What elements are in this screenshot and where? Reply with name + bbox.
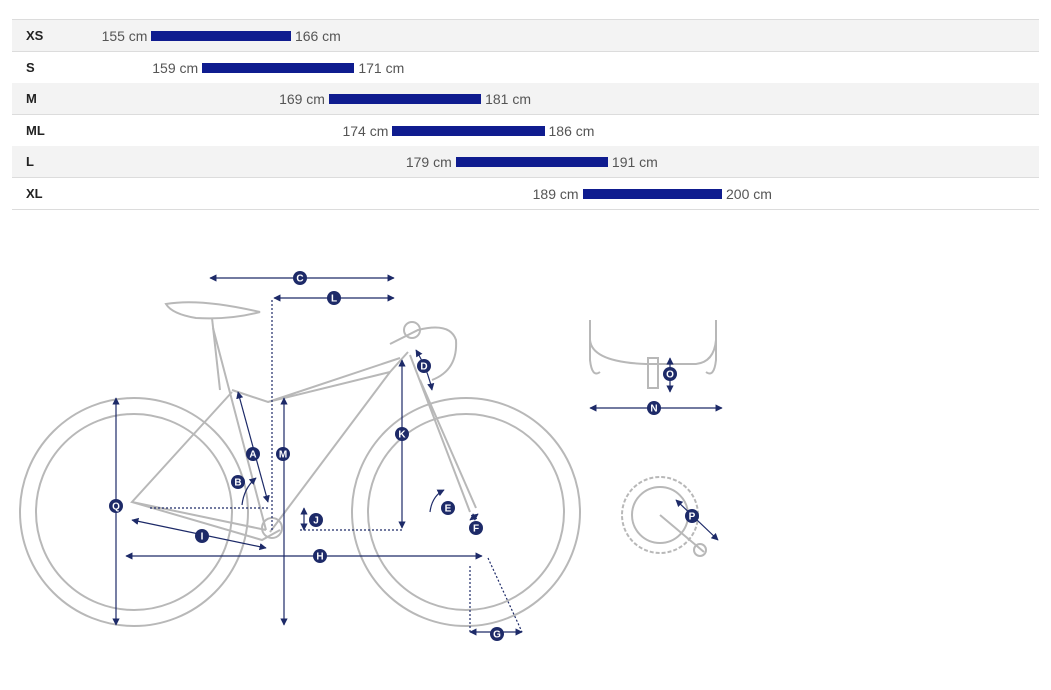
marker-letter: A: [249, 450, 256, 461]
marker-h: H: [313, 549, 327, 563]
size-row-xs: XS 155 cm 166 cm: [12, 20, 1039, 52]
bike-illustration: [19, 301, 581, 627]
marker-f: F: [469, 521, 483, 535]
fork: [409, 354, 477, 513]
marker-a: A: [246, 447, 260, 461]
measurement-markers: A B C D E F G H I J K L M N O P Q: [109, 271, 699, 641]
seatpost: [211, 317, 221, 391]
range-max-label: 171 cm: [358, 59, 405, 76]
marker-letter: H: [316, 552, 323, 563]
stem-and-bars: [389, 326, 458, 381]
range-min-label: 174 cm: [342, 122, 389, 139]
saddle: [164, 301, 261, 320]
height-range-bar: [328, 94, 482, 105]
height-range-bar: [455, 157, 608, 168]
marker-letter: B: [234, 478, 241, 489]
height-range-bar: [202, 62, 355, 73]
rear-wheel-inner: [35, 413, 233, 611]
rear-wheel-outer: [19, 397, 249, 627]
marker-letter: F: [473, 524, 479, 535]
height-range-bar: [582, 189, 723, 199]
marker-letter: L: [331, 294, 337, 305]
marker-j: J: [309, 513, 323, 527]
range-max-label: 191 cm: [611, 154, 658, 171]
range-max-label: 181 cm: [485, 91, 532, 108]
range-max-label: 186 cm: [548, 122, 595, 139]
marker-letter: C: [296, 274, 303, 285]
marker-b: B: [231, 475, 245, 489]
size-row-l: L 179 cm 191 cm: [12, 146, 1039, 179]
marker-letter: P: [689, 512, 696, 523]
marker-letter: E: [445, 504, 452, 515]
marker-m: M: [276, 447, 290, 461]
marker-i: I: [195, 529, 209, 543]
front-wheel-inner: [367, 413, 565, 611]
bike-geometry-diagram: A B C D E F G H I J K L M N O P Q: [19, 271, 723, 641]
range-min-label: 159 cm: [152, 59, 199, 76]
marker-d: D: [417, 359, 431, 373]
range-min-label: 155 cm: [101, 28, 148, 44]
range-min-label: 179 cm: [405, 154, 452, 171]
front-wheel-outer: [351, 397, 581, 627]
size-label: ML: [26, 122, 45, 138]
marker-c: C: [293, 271, 307, 285]
handlebar-detail: [589, 320, 717, 389]
height-range-bar: [151, 31, 291, 41]
marker-letter: J: [313, 516, 319, 527]
size-label: L: [26, 154, 34, 170]
marker-letter: D: [420, 362, 427, 373]
marker-letter: N: [650, 404, 657, 415]
marker-p: P: [685, 509, 699, 523]
size-label: M: [26, 91, 37, 107]
marker-letter: G: [493, 630, 501, 641]
marker-letter: M: [279, 450, 287, 461]
marker-e: E: [441, 501, 455, 515]
marker-letter: Q: [112, 502, 120, 513]
marker-letter: O: [666, 370, 674, 381]
size-label: XL: [26, 186, 43, 201]
size-chart: XS 155 cm 166 cm S 159 cm 171 cm M 169 cm 181 cm…: [12, 19, 1039, 210]
size-row-xl: XL 189 cm 200 cm: [12, 178, 1039, 210]
marker-q: Q: [109, 499, 123, 513]
marker-l: L: [327, 291, 341, 305]
size-row-s: S 159 cm 171 cm: [12, 52, 1039, 84]
bar-end: [403, 321, 421, 339]
range-min-label: 189 cm: [532, 186, 579, 202]
marker-o: O: [663, 367, 677, 381]
size-row-m: M 169 cm 181 cm: [12, 83, 1039, 116]
size-label: S: [26, 59, 35, 75]
range-min-label: 169 cm: [279, 91, 325, 108]
size-row-ml: ML 174 cm 186 cm: [12, 115, 1039, 147]
marker-g: G: [490, 627, 504, 641]
frame: [130, 327, 409, 542]
marker-letter: K: [398, 430, 406, 441]
range-max-label: 166 cm: [294, 28, 341, 44]
height-range-bar: [392, 125, 545, 136]
marker-n: N: [647, 401, 661, 415]
marker-k: K: [395, 427, 409, 441]
marker-letter: I: [201, 532, 204, 543]
size-label: XS: [26, 28, 44, 43]
range-max-label: 200 cm: [726, 186, 772, 202]
